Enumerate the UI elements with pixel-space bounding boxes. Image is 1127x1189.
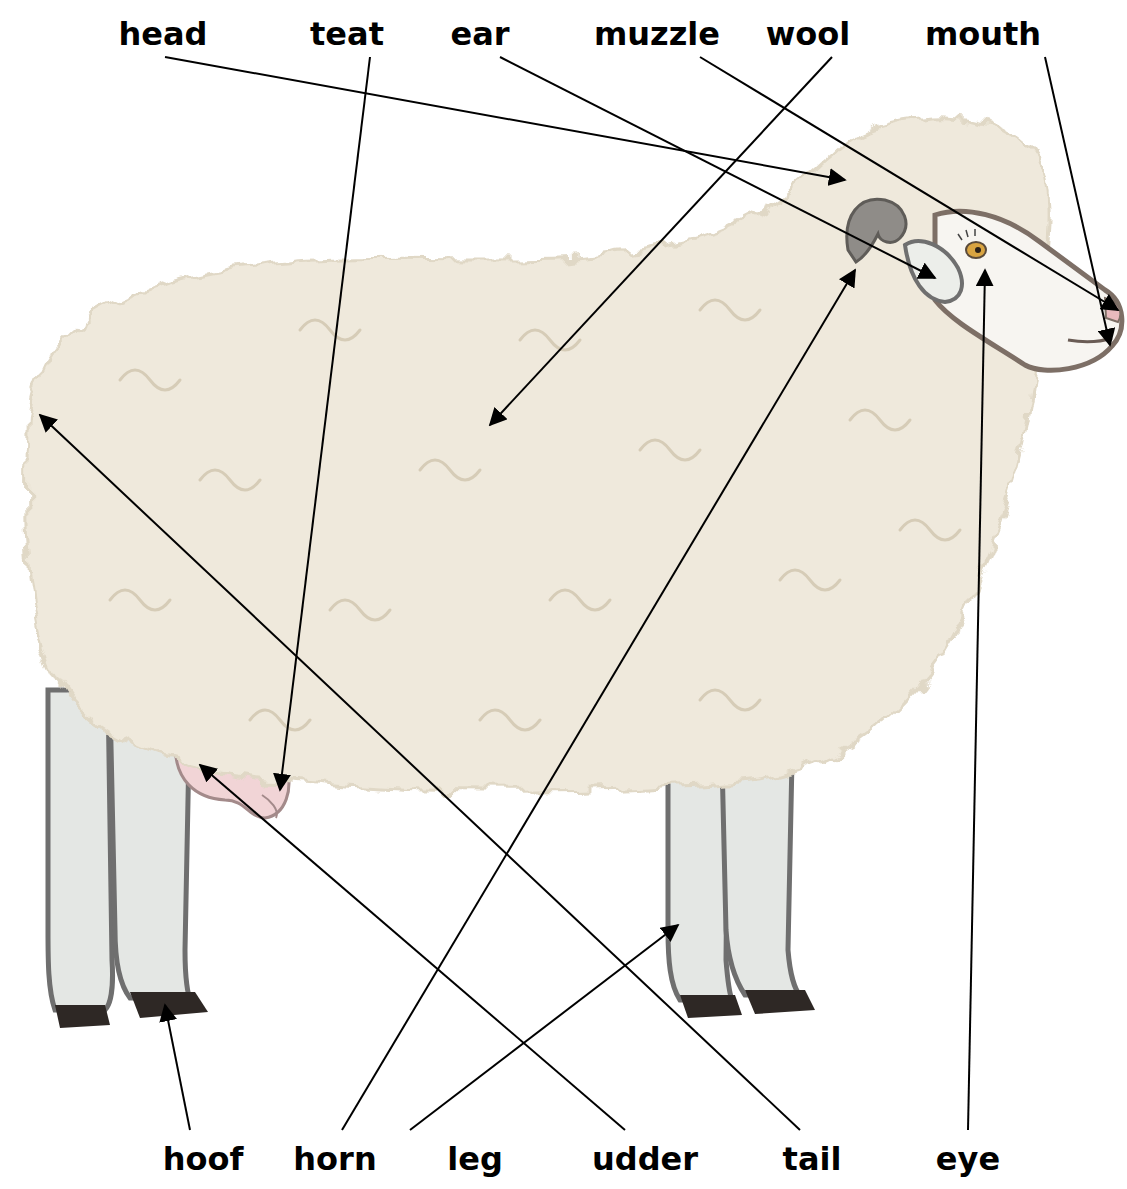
wool-curls [110,300,960,730]
part-label: mouth [925,17,1041,52]
part-label: tail [783,1142,842,1177]
part-label: leg [447,1142,503,1177]
mouth-line [1068,338,1112,342]
part-label: wool [766,17,851,52]
ear [905,241,962,302]
horn [847,199,906,262]
eye [958,229,986,258]
part-label: ear [450,17,509,52]
part-label: muzzle [594,17,720,52]
part-label: hoof [163,1142,244,1177]
nose [1105,298,1120,322]
part-label: teat [310,17,384,52]
part-label: udder [592,1142,698,1177]
part-label: eye [936,1142,1000,1177]
wool-body [27,117,1049,791]
part-label: head [119,17,208,52]
leader-lines [40,57,1118,1130]
part-label: horn [293,1142,376,1177]
sheep-face [935,211,1122,370]
